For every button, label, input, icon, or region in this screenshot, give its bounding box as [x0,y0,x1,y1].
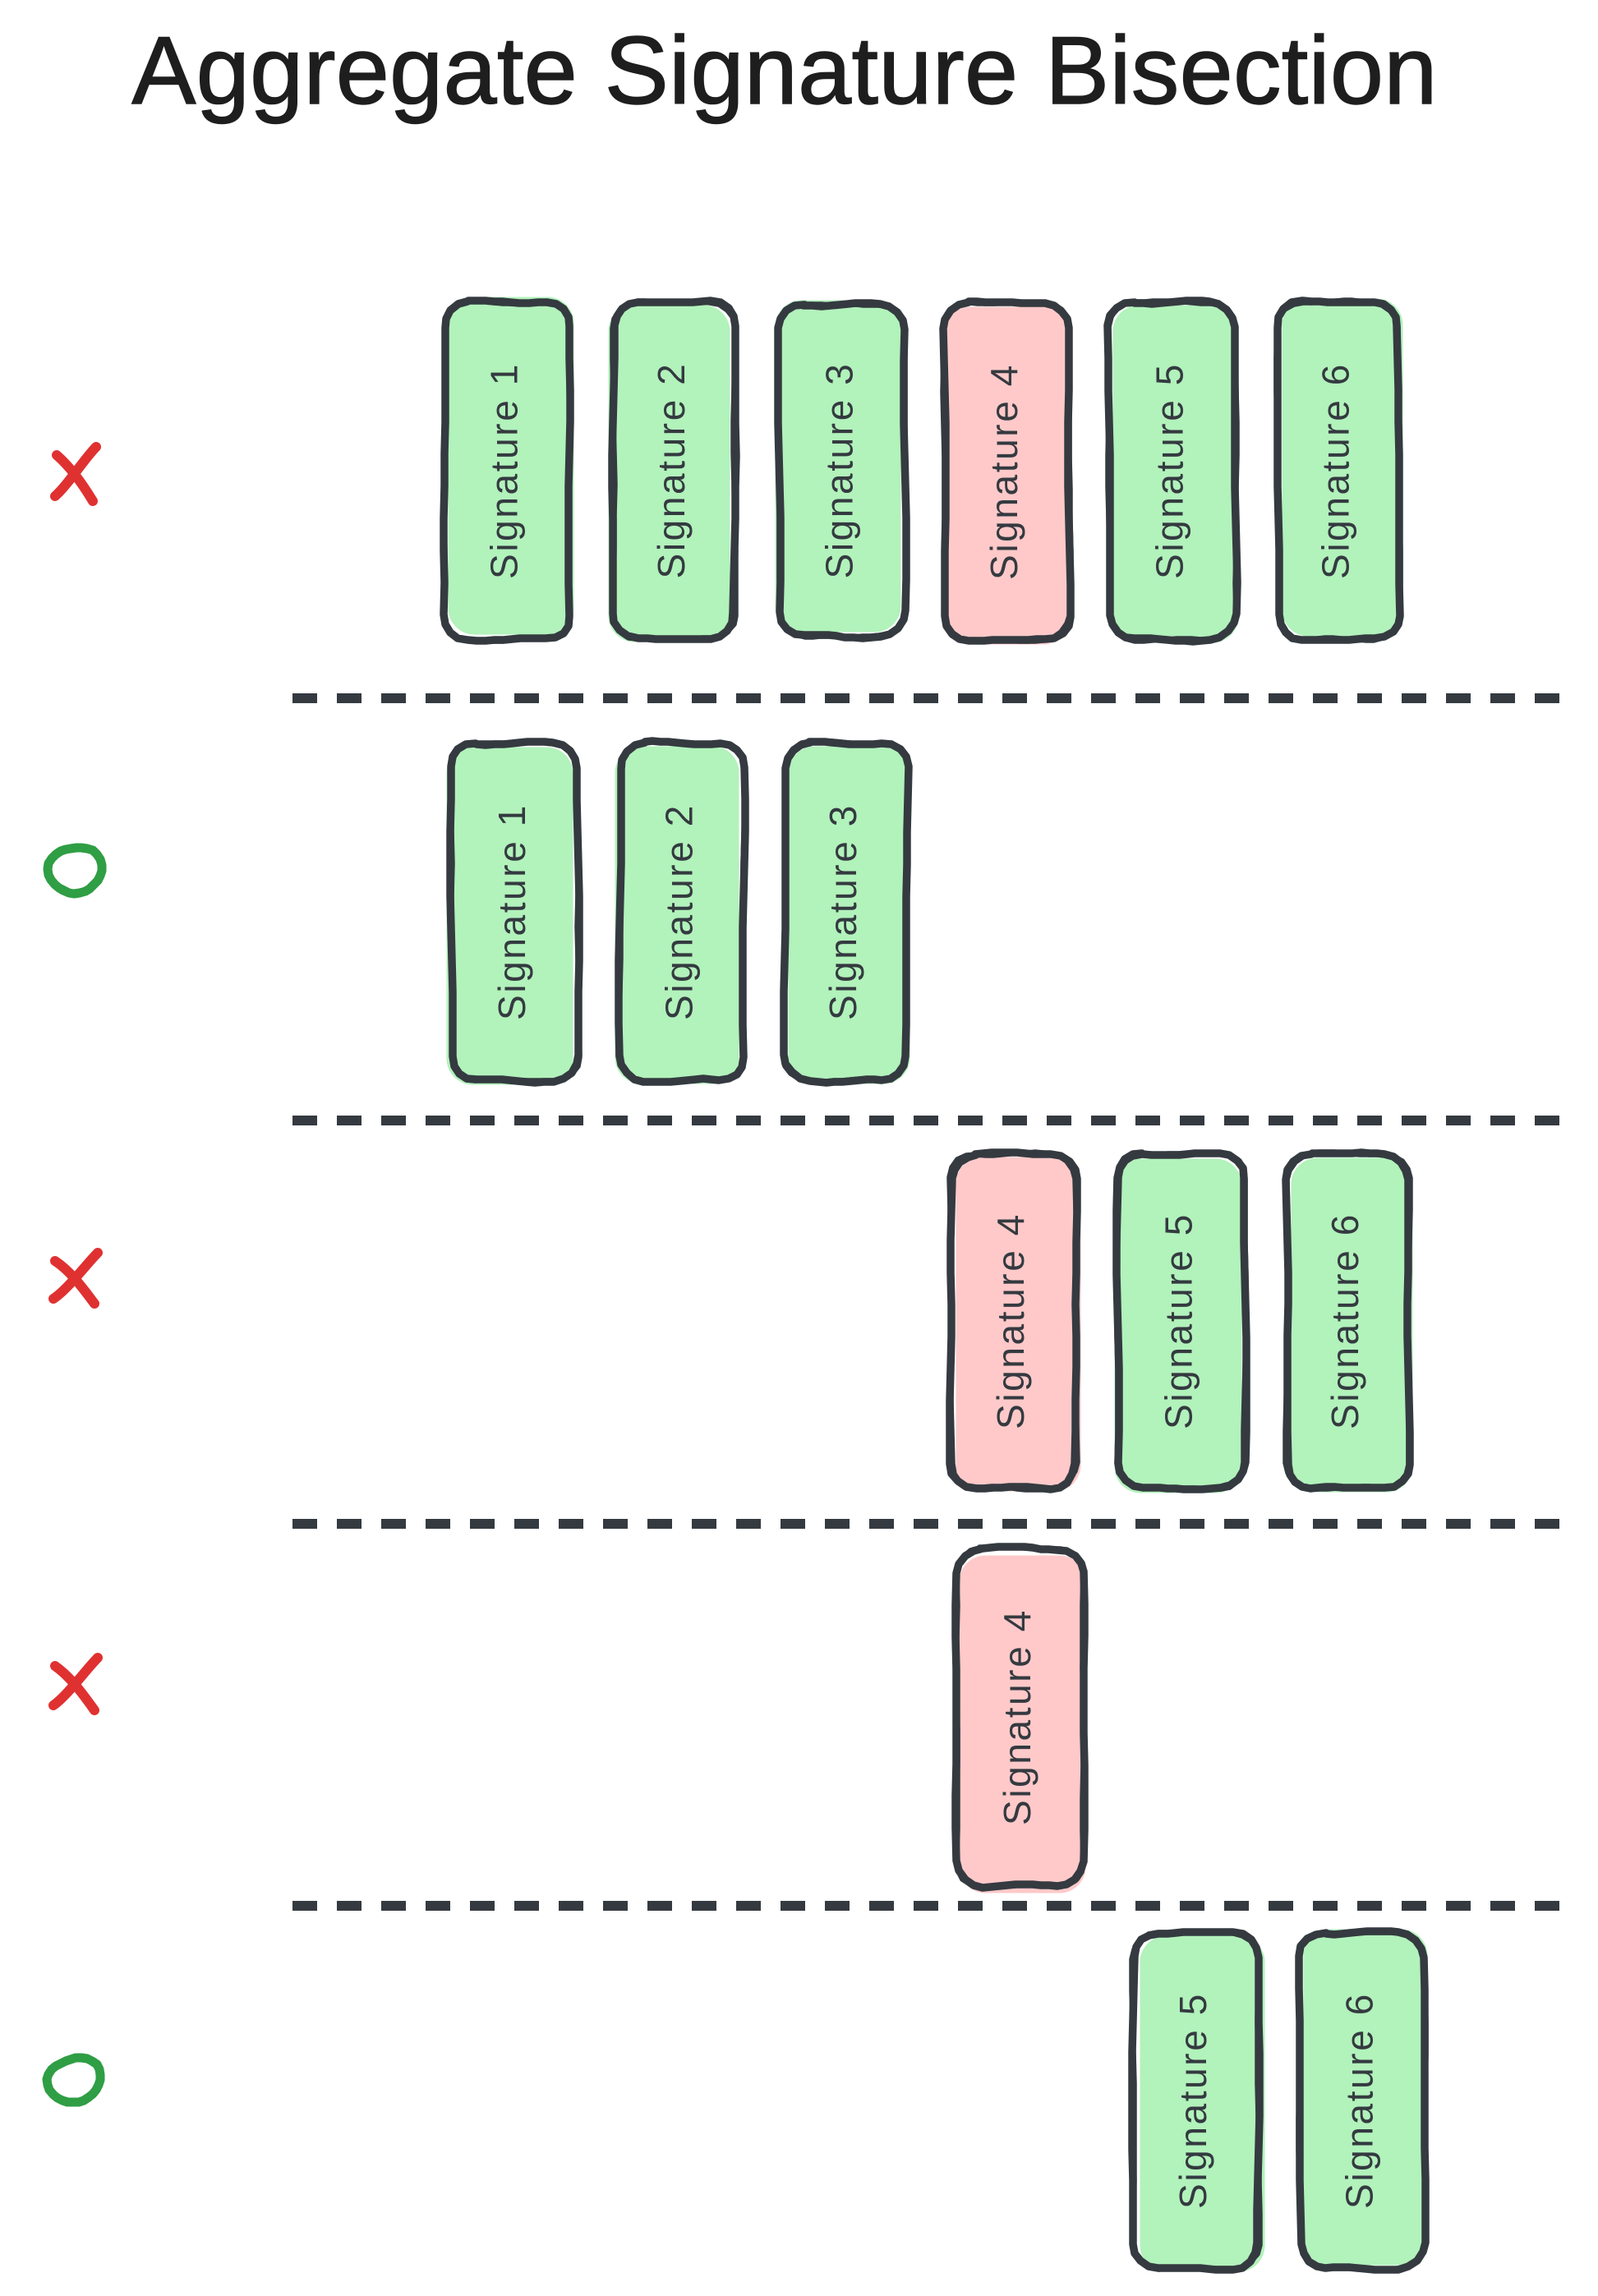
svg-text:Signature 4: Signature 4 [983,363,1025,580]
svg-text:Signature 6: Signature 6 [1324,1212,1366,1429]
svg-text:Signature 5: Signature 5 [1172,1992,1214,2209]
svg-text:Signature 2: Signature 2 [650,362,693,579]
svg-text:Signature 5: Signature 5 [1149,362,1191,579]
svg-text:Signature 4: Signature 4 [989,1212,1032,1429]
svg-text:Signature 5: Signature 5 [1158,1212,1200,1429]
svg-text:Signature 4: Signature 4 [996,1608,1038,1825]
svg-text:Signature 3: Signature 3 [822,803,864,1020]
svg-text:Aggregate Signature Bisection: Aggregate Signature Bisection [131,16,1437,124]
svg-text:Signature 1: Signature 1 [483,362,526,579]
svg-text:Signature 6: Signature 6 [1315,362,1357,579]
svg-text:Signature 1: Signature 1 [490,803,533,1020]
svg-text:Signature 3: Signature 3 [818,362,861,579]
svg-text:Signature 6: Signature 6 [1338,1992,1381,2209]
svg-text:Signature 2: Signature 2 [658,803,701,1020]
